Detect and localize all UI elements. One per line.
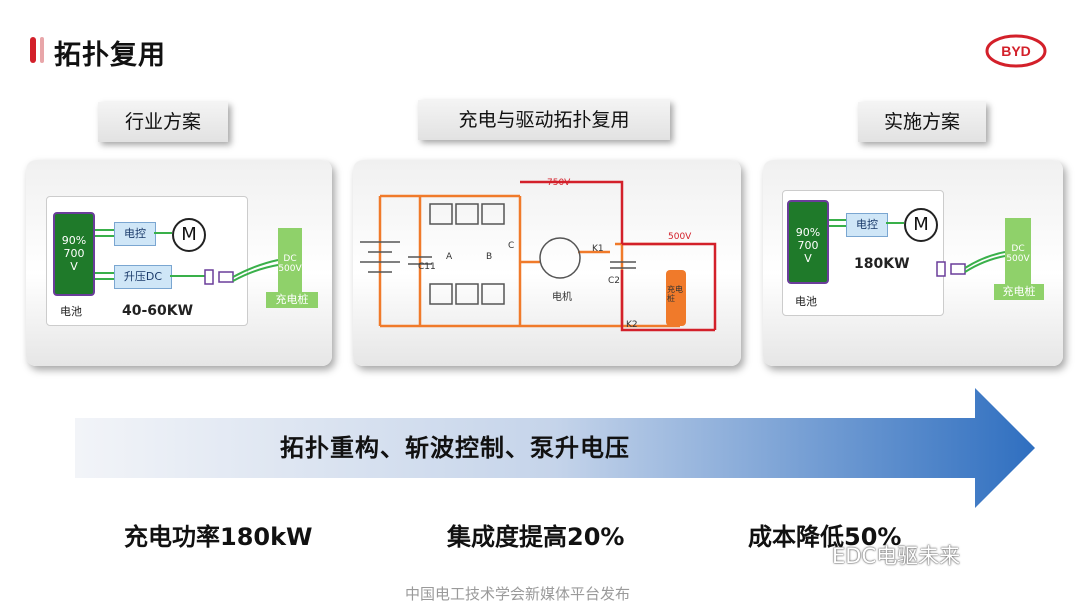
- charging-pile-top: DC 500V: [278, 228, 302, 296]
- charging-pile-label: 充电桩: [266, 292, 318, 308]
- result-charging-power: 充电功率180kW: [124, 523, 313, 551]
- left-wiring: [95, 229, 279, 285]
- label-phase-b: B: [486, 252, 493, 262]
- progress-arrow: [75, 388, 1035, 508]
- title-accent-bar: [30, 37, 36, 63]
- label-k2: K2: [626, 320, 638, 330]
- watermark: EDC电驱未来: [832, 544, 961, 568]
- right-charging-pile-label: 充电桩: [994, 284, 1044, 300]
- page-title: 拓扑复用: [54, 40, 166, 71]
- label-phase-c: C: [508, 241, 515, 251]
- right-battery-block: 90% 700 V: [787, 200, 829, 284]
- result-integration: 集成度提高20%: [447, 523, 625, 551]
- industry-power: 40-60KW: [122, 303, 194, 319]
- label-phase-a: A: [446, 252, 453, 262]
- topology-reuse-panel: [353, 160, 741, 366]
- label-industry-solution: 行业方案: [98, 102, 228, 142]
- right-wiring: [829, 219, 1006, 277]
- byd-logo: BYD: [985, 34, 1047, 68]
- label-motor: 电机: [552, 292, 572, 303]
- label-charging-pile: 充电桩: [667, 285, 683, 303]
- battery-block: 90% 700 V: [53, 212, 95, 296]
- footer-source: 中国电工技术学会新媒体平台发布: [405, 585, 631, 603]
- inverter-box: 电控: [114, 222, 156, 246]
- right-motor-icon: M: [904, 208, 938, 242]
- right-inverter-box: 电控: [846, 213, 888, 237]
- label-500v: 500V: [668, 232, 692, 242]
- implementation-power: 180KW: [854, 256, 910, 272]
- title-accent-bar-light: [40, 37, 44, 63]
- label-k1: K1: [592, 244, 604, 254]
- arrow-caption: 拓扑重构、斩波控制、泵升电压: [280, 434, 630, 462]
- label-implementation: 实施方案: [858, 102, 986, 142]
- label-c2: C2: [608, 276, 621, 286]
- right-charging-pile-top: DC 500V: [1005, 218, 1031, 286]
- result-cost: 成本降低50%: [748, 523, 902, 551]
- logo-text: BYD: [1001, 43, 1031, 59]
- circuit-diagram: [360, 180, 717, 332]
- label-750v: 750V: [547, 178, 571, 188]
- right-battery-label: 电池: [795, 295, 817, 308]
- motor-icon: M: [172, 218, 206, 252]
- label-topology-reuse: 充电与驱动拓扑复用: [418, 100, 670, 140]
- battery-label: 电池: [60, 305, 82, 318]
- label-c11: C11: [418, 262, 436, 272]
